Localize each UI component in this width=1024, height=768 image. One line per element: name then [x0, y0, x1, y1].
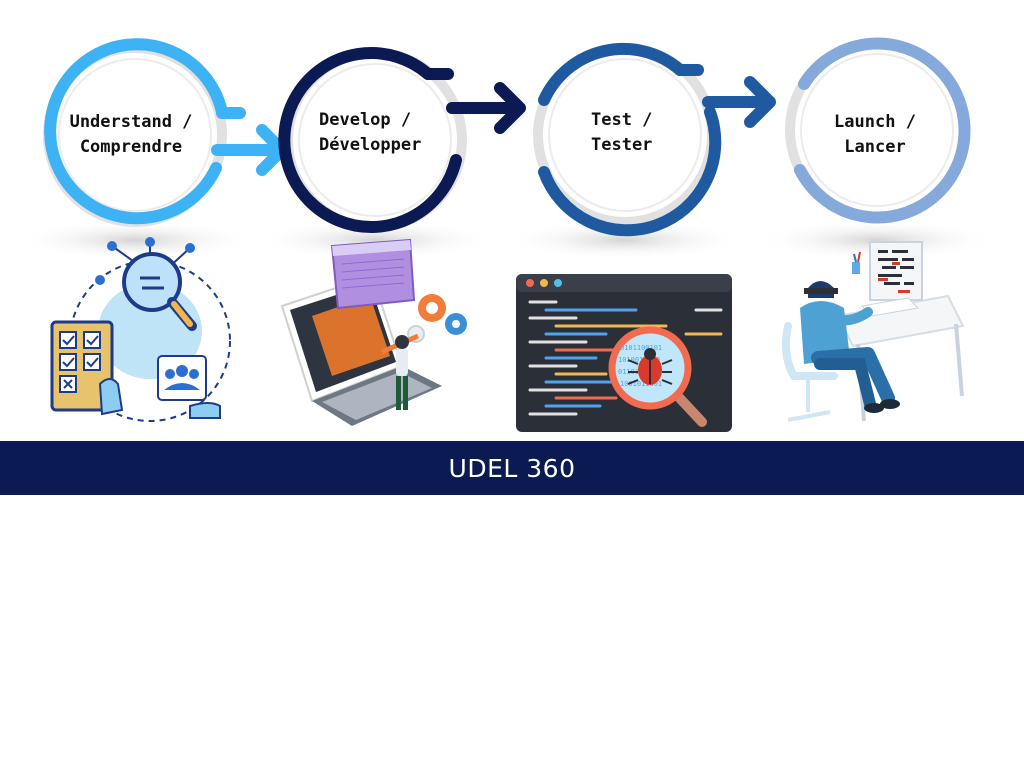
developer-at-desk-icon: [782, 241, 965, 422]
step-1-ring: [43, 38, 246, 227]
laptop-developer-icon: [280, 238, 467, 426]
step-4-shadow: [757, 220, 997, 260]
svg-text:1010011010: 1010011010: [618, 356, 660, 364]
svg-text:0101100101: 0101100101: [620, 344, 662, 352]
step-3-shadow: [505, 220, 745, 260]
process-flow-graphic: [15, 37, 997, 260]
step-3-ring: [533, 42, 722, 237]
step-3-label: Test / Tester: [591, 110, 653, 155]
analysis-checklist-icon: [50, 237, 231, 422]
step-4-ring: [785, 37, 971, 224]
svg-text:1001011001: 1001011001: [620, 380, 662, 388]
arrow-2-icon: [446, 82, 526, 134]
step-2-shadow: [255, 220, 495, 260]
step-2-label: Develop / Développer: [319, 110, 422, 155]
step-4-label: Launch / Lancer: [834, 112, 916, 157]
footer-title: UDEL 360: [448, 453, 576, 483]
step-1-shadow: [15, 220, 255, 260]
arrow-3-icon: [702, 76, 776, 128]
step-2-ring: [278, 47, 467, 233]
step-1-label: Understand / Comprendre: [69, 112, 193, 157]
footer-banner: UDEL 360: [0, 441, 1024, 495]
